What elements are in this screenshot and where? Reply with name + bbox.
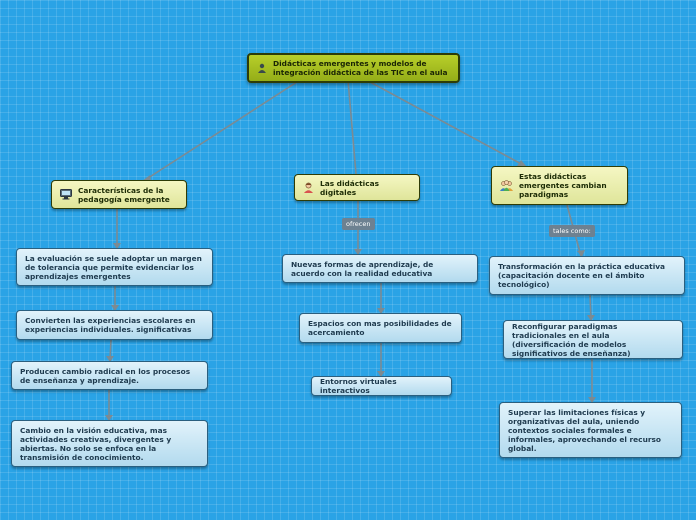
topic-title: Estas didácticas emergentes cambian para…: [519, 172, 607, 199]
computer-monitor-icon: [60, 189, 72, 200]
arrowhead: [106, 356, 114, 362]
arrowhead: [377, 308, 385, 314]
subtopic-new-learning[interactable]: Nuevas formas de aprendizaje, de acuerdo…: [282, 254, 478, 283]
subtopic-experiences[interactable]: Convierten las experiencias escolares en…: [16, 310, 213, 340]
subtopic-educational-vision[interactable]: Cambio en la visión educativa, mas activ…: [11, 420, 208, 467]
subtopic-spaces[interactable]: Espacios con mas posibilidades de acerca…: [299, 313, 462, 343]
arrowhead: [111, 305, 119, 311]
arrowhead: [588, 397, 596, 403]
subtopic-transformation[interactable]: Transformación en la práctica educativa …: [489, 256, 685, 295]
subtopic-text: Entornos virtuales interactivos: [320, 377, 397, 395]
subtopic-text: Nuevas formas de aprendizaje, de acuerdo…: [291, 259, 434, 278]
link-root-characteristics: [144, 79, 301, 181]
topic-paradigm-change[interactable]: Estas didácticas emergentes cambian para…: [491, 166, 628, 205]
subtopic-text: Espacios con mas posibilidades de acerca…: [308, 319, 452, 337]
person-icon: [257, 63, 267, 73]
subtopic-text: Reconfigurar paradigmas tradicionales en…: [512, 321, 631, 358]
subtopic-radical-change[interactable]: Producen cambio radical en los procesos …: [11, 361, 208, 390]
subtopic-evaluation[interactable]: La evaluación se suele adoptar un margen…: [16, 248, 213, 286]
subtopic-text: Cambio en la visión educativa, mas activ…: [20, 425, 172, 462]
subtopic-text: Superar las limitaciones físicas y organ…: [508, 407, 661, 453]
arrowhead: [105, 415, 113, 421]
subtopic-text: La evaluación se suele adoptar un margen…: [25, 253, 202, 281]
topic-title: Las didácticas digitales: [320, 178, 379, 197]
arrowhead: [377, 371, 385, 377]
subtopic-text: Transformación en la práctica educativa …: [498, 262, 666, 289]
subtopic-text: Convierten las experiencias escolares en…: [25, 316, 196, 334]
teacher-icon: [303, 182, 314, 193]
root-title: Didácticas emergentes y modelos de integ…: [273, 59, 448, 77]
connector-label-ofrecen: ofrecen: [342, 218, 375, 230]
arrowhead: [587, 315, 595, 321]
group-icon: [500, 180, 513, 191]
arrowhead: [577, 250, 585, 257]
subtopic-virtual-environments[interactable]: Entornos virtuales interactivos: [311, 376, 452, 396]
link-root-digital: [347, 79, 357, 175]
root-topic[interactable]: Didácticas emergentes y modelos de integ…: [247, 53, 460, 83]
subtopic-overcome-limits[interactable]: Superar las limitaciones físicas y organ…: [499, 402, 682, 458]
subtopic-reconfigure[interactable]: Reconfigurar paradigmas tradicionales en…: [503, 320, 683, 359]
connector-label-tales-como: tales como:: [549, 225, 595, 237]
topic-title: Características de la pedagogía emergent…: [78, 185, 170, 204]
arrowhead: [354, 249, 362, 255]
topic-characteristics[interactable]: Características de la pedagogía emergent…: [51, 180, 187, 209]
topic-digital-didactics[interactable]: Las didácticas digitales: [294, 174, 420, 201]
subtopic-text: Producen cambio radical en los procesos …: [20, 366, 191, 385]
arrowhead: [517, 160, 527, 167]
link-root-paradigms: [369, 81, 526, 167]
arrowhead: [113, 243, 121, 249]
